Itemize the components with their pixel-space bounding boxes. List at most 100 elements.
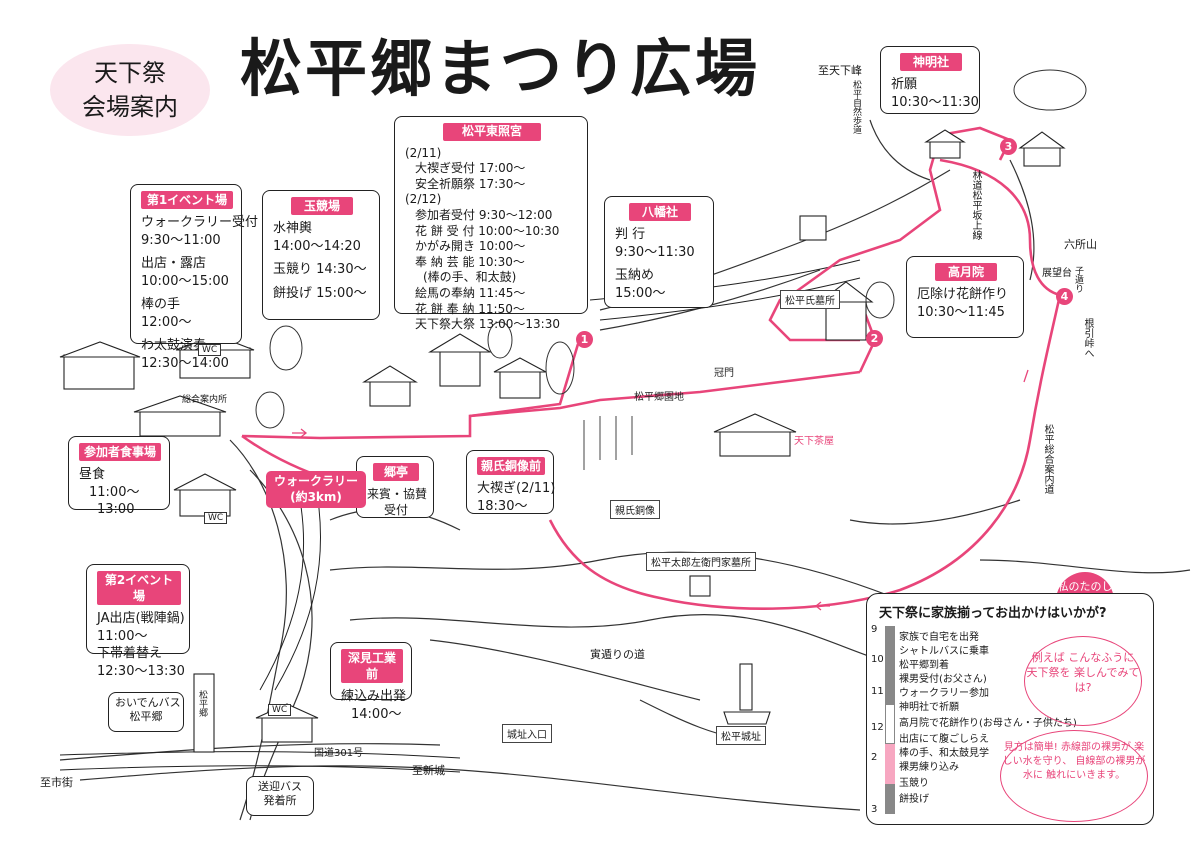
tamakyo-line: 水神輿 bbox=[273, 221, 313, 237]
toshogu-line: 安全祈願祭 17:30～ bbox=[415, 176, 526, 191]
marker-2: 2 bbox=[866, 330, 883, 347]
gotei-header: 郷亭 bbox=[373, 463, 419, 482]
statue-label: 親氏銅像 bbox=[610, 500, 660, 519]
hachiman-line: 判 行 bbox=[615, 227, 646, 243]
hour-label: 3 bbox=[871, 804, 878, 815]
meal-header: 参加者食事場 bbox=[79, 443, 161, 462]
event2-line: 12:30～13:30 bbox=[97, 664, 185, 680]
event2-line: JA出店(戦陣鍋) bbox=[97, 611, 185, 627]
tamakyo-line: 玉競り 14:30～ bbox=[273, 262, 367, 278]
bus-stop-line: 松平郷 bbox=[129, 709, 163, 723]
event2-line: 下帯着替え bbox=[97, 646, 163, 662]
event1-header: 第1イベント場 bbox=[141, 191, 233, 210]
chikauji-line: 18:30～ bbox=[477, 498, 528, 514]
event1-line: 12:00～ bbox=[141, 314, 192, 330]
forest-road-label: 林道松平坂上線 bbox=[970, 170, 981, 240]
to-tenkamine-label: 至天下峰 bbox=[818, 64, 862, 77]
chikauji-line: 大禊ぎ(2/11) bbox=[477, 481, 556, 497]
page-title: 松平郷まつり広場 bbox=[240, 32, 761, 105]
tamakyo-line: 14:00～14:20 bbox=[273, 238, 361, 254]
hour-label: 12 bbox=[871, 722, 884, 733]
festival-badge: 天下祭 会場案内 bbox=[50, 44, 210, 136]
event1-line: 10:00～15:00 bbox=[141, 273, 229, 289]
toshogu-line: (棒の手、和太鼓) bbox=[423, 270, 517, 285]
fukami-box: 深見工業前 練込み出発 14:00～ bbox=[330, 642, 412, 722]
teahouse-label: 天下茶屋 bbox=[794, 436, 834, 447]
wc-label: WC bbox=[204, 512, 228, 524]
shinmei-box: 神明社 祈願 10:30～11:30 bbox=[880, 46, 980, 114]
event2-header: 第2イベント場 bbox=[97, 571, 181, 606]
bus-stop-line: おいでんバス bbox=[115, 696, 181, 709]
shuttle-line: 発着所 bbox=[263, 794, 297, 808]
gotei-line: 受付 bbox=[383, 503, 408, 518]
to-city-label: 至市街 bbox=[40, 776, 73, 789]
castle-ruins-label: 松平城址 bbox=[716, 726, 766, 745]
hachiman-box: 八幡社 判 行 9:30～11:30 玉納め 15:00～ bbox=[604, 196, 714, 308]
tamakyo-header: 玉競場 bbox=[291, 197, 353, 216]
route301-label: 国道301号 bbox=[314, 748, 364, 759]
schedule-title: 天下祭に家族揃ってお出かけはいかが? bbox=[879, 606, 1107, 621]
nature-trail-label: 松平自然歩道 bbox=[851, 80, 861, 134]
toshogu-line: 大禊ぎ受付 17:00～ bbox=[415, 161, 526, 176]
shuttle-line: 送迎バス bbox=[258, 780, 302, 793]
schedule-note-example: 例えば こんなふうに 天下祭を 楽しんでみては? bbox=[1024, 636, 1142, 726]
marker-1: 1 bbox=[576, 331, 593, 348]
schedule-event: 棒の手、和太鼓見学 bbox=[899, 748, 989, 759]
hour-label: 10 bbox=[871, 654, 884, 665]
event1-line: 棒の手 bbox=[141, 297, 181, 313]
monument-label: 松平郷 bbox=[197, 690, 207, 717]
badge-line2: 会場案内 bbox=[82, 93, 178, 121]
toshogu-line: (2/11) bbox=[405, 145, 442, 160]
event1-line: 9:30～11:00 bbox=[141, 232, 221, 248]
bus-stop-box: おいでんバス 松平郷 bbox=[108, 692, 184, 732]
observation-deck-label: 展望台 bbox=[1042, 268, 1072, 279]
schedule-note-howto: 見方は簡単! 赤線部の裸男が 楽しい水を守り、 自線部の裸男が水に 触れにいきま… bbox=[1000, 730, 1148, 822]
hachiman-line: 玉納め bbox=[615, 268, 655, 284]
toshogu-line: 参加者受付 9:30～12:00 bbox=[415, 207, 553, 222]
fukami-line: 練込み出発 bbox=[341, 689, 407, 705]
schedule-timeline bbox=[885, 626, 895, 814]
chikauji-box: 親氏銅像前 大禊ぎ(2/11) 18:30～ bbox=[466, 450, 556, 514]
marker-3: 3 bbox=[1000, 138, 1017, 155]
guide-road-label: 松平総合案内道 bbox=[1042, 424, 1053, 494]
event1-line: 出店・露店 bbox=[141, 256, 207, 272]
toshogu-line: かがみ開き 10:00～ bbox=[415, 239, 526, 254]
tora-path-label: 寅遁りの道 bbox=[590, 648, 645, 661]
castle-entrance-label: 城址入口 bbox=[502, 724, 552, 743]
schedule-event: ウォークラリー参加 bbox=[899, 688, 989, 699]
walkrally-distance: (約3km) bbox=[290, 489, 342, 504]
shinmei-line: 10:30～11:30 bbox=[891, 94, 979, 110]
toshogu-line: 天下祭大祭 13:00～13:30 bbox=[415, 317, 560, 332]
schedule-event: シャトルバスに乗車 bbox=[899, 646, 989, 657]
rokushozan-label: 六所山 bbox=[1064, 238, 1097, 251]
toshogu-line: 奉 納 芸 能 10:30～ bbox=[415, 254, 525, 269]
schedule-event: 神明社で祈願 bbox=[899, 702, 959, 713]
gotei-line: 来賓・協賛 bbox=[367, 487, 428, 502]
kogiri-label: 子遁り bbox=[1073, 266, 1083, 293]
hachiman-header: 八幡社 bbox=[629, 203, 691, 222]
park-label: 松平郷園地 bbox=[634, 392, 684, 403]
hour-label: 11 bbox=[871, 686, 884, 697]
schedule-event: 餅投げ bbox=[899, 794, 929, 805]
fukami-line: 14:00～ bbox=[351, 706, 402, 722]
walkrally-tag: ウォークラリー (約3km) bbox=[266, 471, 367, 509]
schedule-event: 裸男受付(お父さん) bbox=[899, 674, 987, 685]
toshogu-header: 松平東照宮 bbox=[443, 123, 541, 141]
chikauji-header: 親氏銅像前 bbox=[477, 457, 545, 476]
event1-line: ウォークラリー受付 bbox=[141, 215, 259, 231]
wc-label: WC bbox=[198, 344, 222, 356]
event2-box: 第2イベント場 JA出店(戦陣鍋) 11:00～ 下帯着替え 12:30～13:… bbox=[86, 564, 190, 679]
event1-box: 第1イベント場 ウォークラリー受付 9:30～11:00 出店・露店 10:00… bbox=[130, 184, 259, 371]
hour-label: 9 bbox=[871, 624, 878, 635]
toshogu-line: 絵馬の奉納 11:45～ bbox=[415, 285, 526, 300]
toshogu-box: 松平東照宮 (2/11) 大禊ぎ受付 17:00～ 安全祈願祭 17:30～ (… bbox=[394, 116, 588, 331]
meal-line: 昼食 bbox=[79, 467, 106, 483]
toshogu-line: (2/12) bbox=[405, 192, 442, 207]
schedule-event: 家族で自宅を出発 bbox=[899, 632, 979, 643]
kogetsu-header: 高月院 bbox=[935, 263, 997, 282]
hachiman-line: 9:30～11:30 bbox=[615, 244, 695, 260]
tamakyo-box: 玉競場 水神輿 14:00～14:20 玉競り 14:30～ 餅投げ 15:00… bbox=[262, 190, 380, 320]
toshogu-line: 花 餅 受 付 10:00～10:30 bbox=[415, 223, 560, 238]
to-shinjo-label: 至新城 bbox=[412, 764, 445, 777]
